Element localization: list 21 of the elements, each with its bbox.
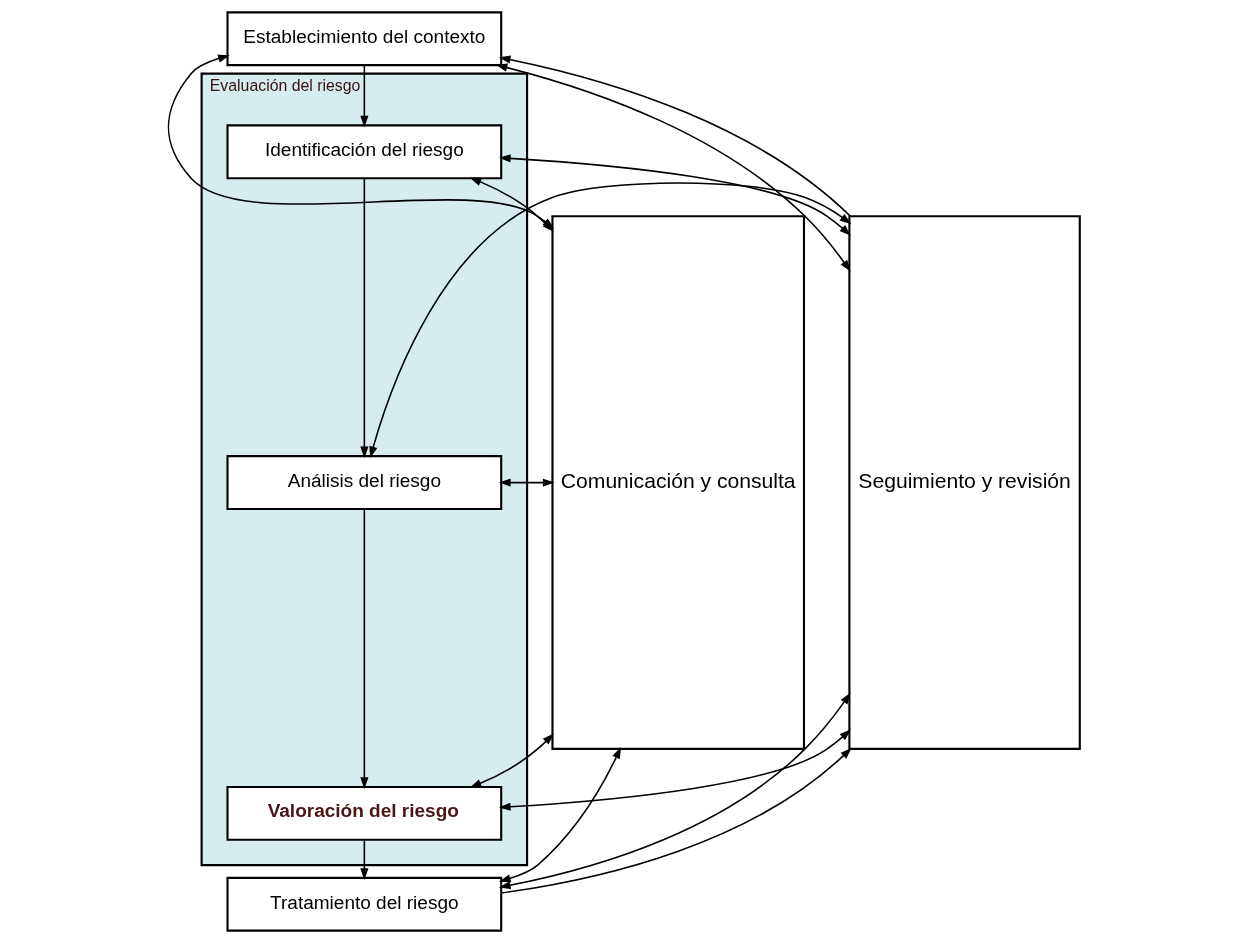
- node-box: Comunicación y consulta: [550, 215, 805, 750]
- arrow: [500, 747, 852, 894]
- arrow: [469, 733, 554, 788]
- arrow: [498, 746, 621, 883]
- node-box: Valoración del riesgo: [225, 785, 502, 841]
- arrow: [498, 154, 851, 236]
- node-box: Tratamiento del riesgo: [225, 876, 502, 932]
- node-box: Identificación del riesgo: [225, 124, 502, 180]
- arrow: [359, 508, 368, 789]
- arrow: [359, 839, 368, 880]
- node-box: Seguimiento y revisión: [847, 215, 1081, 750]
- arrow: [495, 63, 851, 272]
- arrow: [359, 64, 368, 128]
- arrow: [498, 478, 555, 487]
- node-box: Establecimiento del contexto: [225, 11, 502, 67]
- arrow: [368, 182, 851, 459]
- node-box: Análisis del riesgo: [225, 455, 502, 511]
- arrow: [498, 729, 851, 811]
- arrow: [498, 55, 851, 217]
- arrow: [498, 692, 851, 890]
- arrow: [359, 177, 368, 459]
